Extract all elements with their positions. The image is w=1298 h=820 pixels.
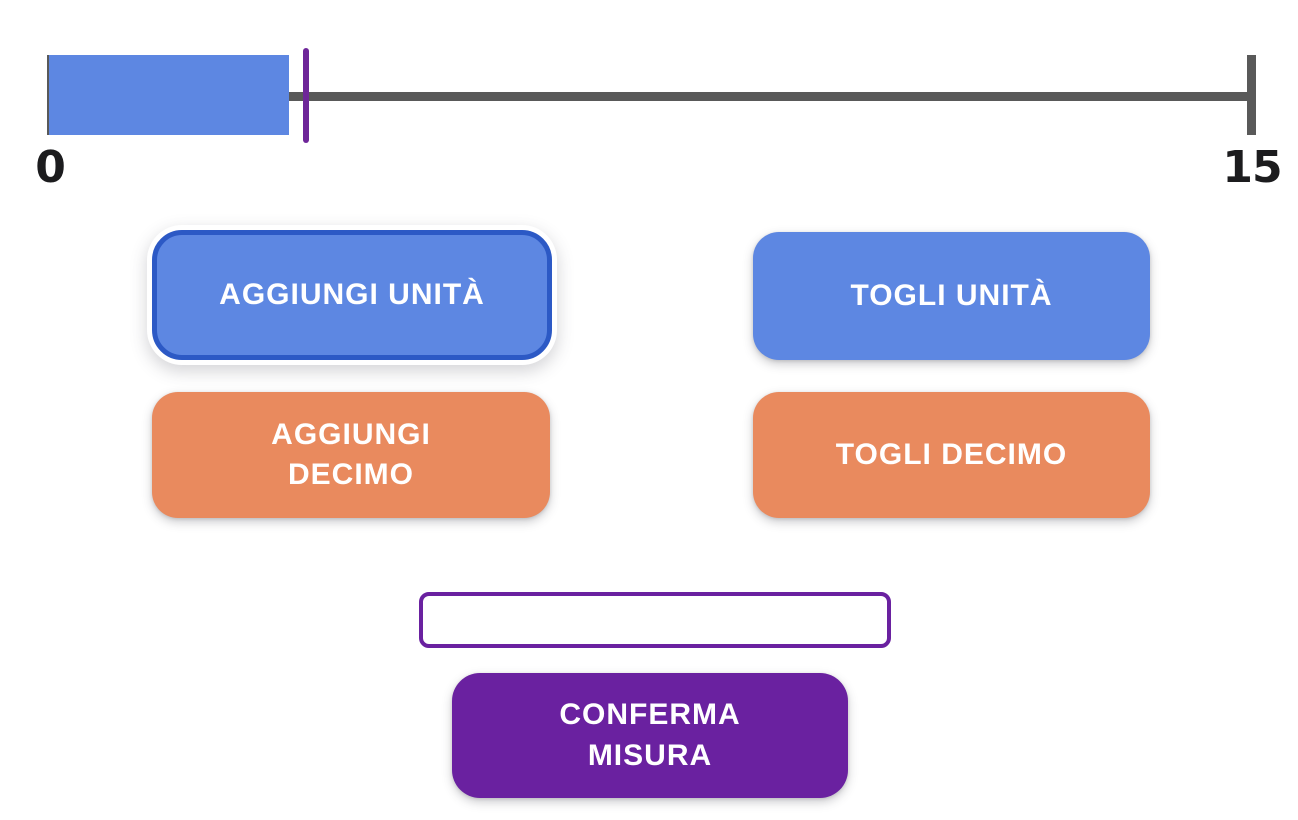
measure-ruler: 0 15 [35, 48, 1283, 198]
remove-tenth-button[interactable]: TOGLI DECIMO [753, 392, 1150, 518]
remove-unit-button[interactable]: TOGLI UNITÀ [753, 232, 1150, 360]
ruler-min-label: 0 [35, 142, 66, 193]
ruler-end-tick [1247, 55, 1256, 135]
ruler-max-label: 15 [1222, 142, 1282, 193]
ruler-track [50, 92, 1252, 101]
measure-bar [49, 55, 289, 135]
target-marker [303, 48, 309, 143]
add-tenth-button[interactable]: AGGIUNGI DECIMO [152, 392, 550, 518]
add-unit-button[interactable]: AGGIUNGI UNITÀ [152, 230, 552, 360]
measure-input[interactable] [419, 592, 891, 648]
confirm-measure-button[interactable]: CONFERMA MISURA [452, 673, 848, 798]
